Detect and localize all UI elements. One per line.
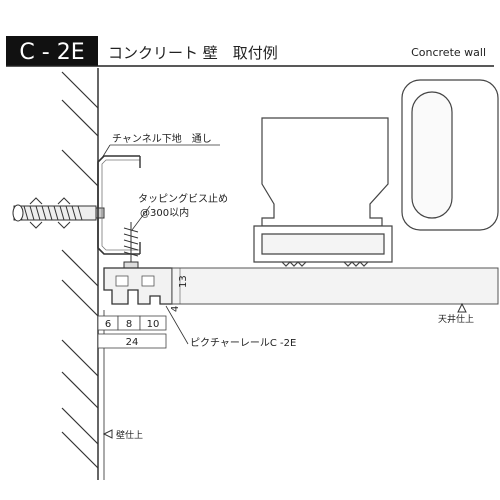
- ceiling-board: [171, 267, 499, 305]
- channel-label: チャンネル下地 通し: [112, 132, 212, 145]
- wall-finish-marker: [102, 429, 113, 439]
- channel-inner: [101, 159, 140, 251]
- runner-assembly: [253, 79, 499, 267]
- wall-finish-label: 壁仕上: [116, 429, 143, 441]
- header-code-box: [6, 36, 98, 66]
- dimension-boxes: [97, 315, 167, 349]
- dim-6: 6: [105, 319, 111, 330]
- tapping-screw-icon: [123, 222, 139, 269]
- dim-4: 4: [170, 306, 181, 312]
- screw-leader: [131, 205, 151, 231]
- header-title: コンクリート 壁 取付例: [108, 44, 278, 62]
- screw-label-line1: タッピングビス止め: [138, 192, 228, 205]
- dim-10: 10: [147, 319, 160, 330]
- concrete-wall-hatching: [61, 71, 99, 469]
- header-code: C - 2E: [19, 40, 84, 65]
- anchor-bolt-icon: [12, 197, 105, 229]
- header-subtitle: Concrete wall: [411, 46, 486, 59]
- dim-13: 13: [178, 275, 189, 288]
- dim-24: 24: [126, 337, 139, 348]
- picture-rail-profile: [103, 267, 173, 305]
- ceiling-finish-marker: [457, 302, 467, 313]
- rail-leader: [165, 305, 189, 345]
- channel-profile: [97, 155, 140, 255]
- rail-label: ピクチャーレールC -2E: [190, 337, 296, 349]
- ceiling-finish-label: 天井仕上: [438, 313, 474, 325]
- dim-8: 8: [126, 319, 132, 330]
- screw-label-line2: @300以内: [140, 206, 189, 219]
